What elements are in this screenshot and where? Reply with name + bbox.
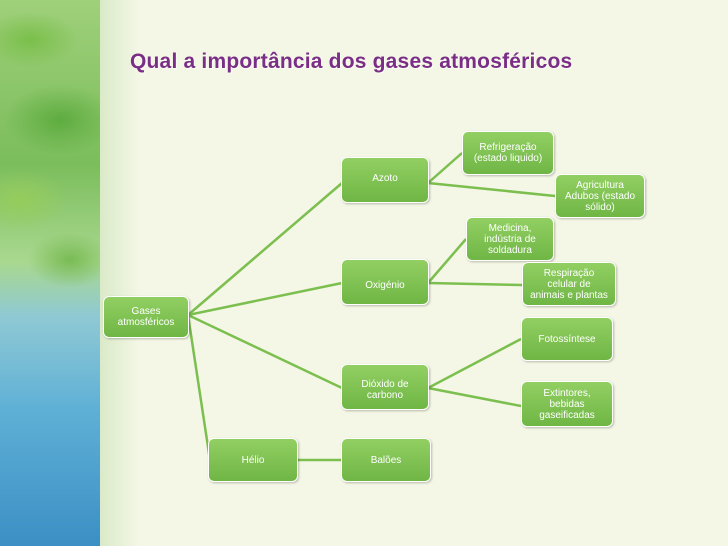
node-helio: Hélio xyxy=(208,438,298,482)
node-oxigenio: Oxigénio xyxy=(341,259,429,305)
connector-azoto-agricultura xyxy=(428,183,555,196)
node-dioxido-de-carbono: Dióxido de carbono xyxy=(341,364,429,410)
connector-root-azoto xyxy=(188,183,342,315)
node-gases-atmosfericos: Gases atmosféricos xyxy=(103,296,189,338)
node-respiracao: Respiração celular de animais e plantas xyxy=(522,262,616,306)
connector-root-dioxido xyxy=(188,315,342,388)
connector-dioxido-fotossintese xyxy=(428,339,521,388)
node-medicina: Medicina, indústria de soldadura xyxy=(466,217,554,261)
connector-root-helio xyxy=(188,315,210,460)
connector-oxigenio-respiracao xyxy=(428,283,522,285)
node-agricultura: Agricultura Adubos (estado sólido) xyxy=(555,174,645,218)
node-fotossintese: Fotossíntese xyxy=(521,317,613,361)
connector-azoto-refrigeracao xyxy=(428,153,462,183)
node-baloes: Balões xyxy=(341,438,431,482)
connector-oxigenio-medicina xyxy=(428,239,466,283)
connector-dioxido-extintores xyxy=(428,388,521,406)
node-azoto: Azoto xyxy=(341,157,429,203)
node-extintores: Extintores, bebidas gaseificadas xyxy=(521,381,613,427)
node-refrigeracao: Refrigeração (estado liquido) xyxy=(462,131,554,175)
connector-root-oxigenio xyxy=(188,283,342,315)
